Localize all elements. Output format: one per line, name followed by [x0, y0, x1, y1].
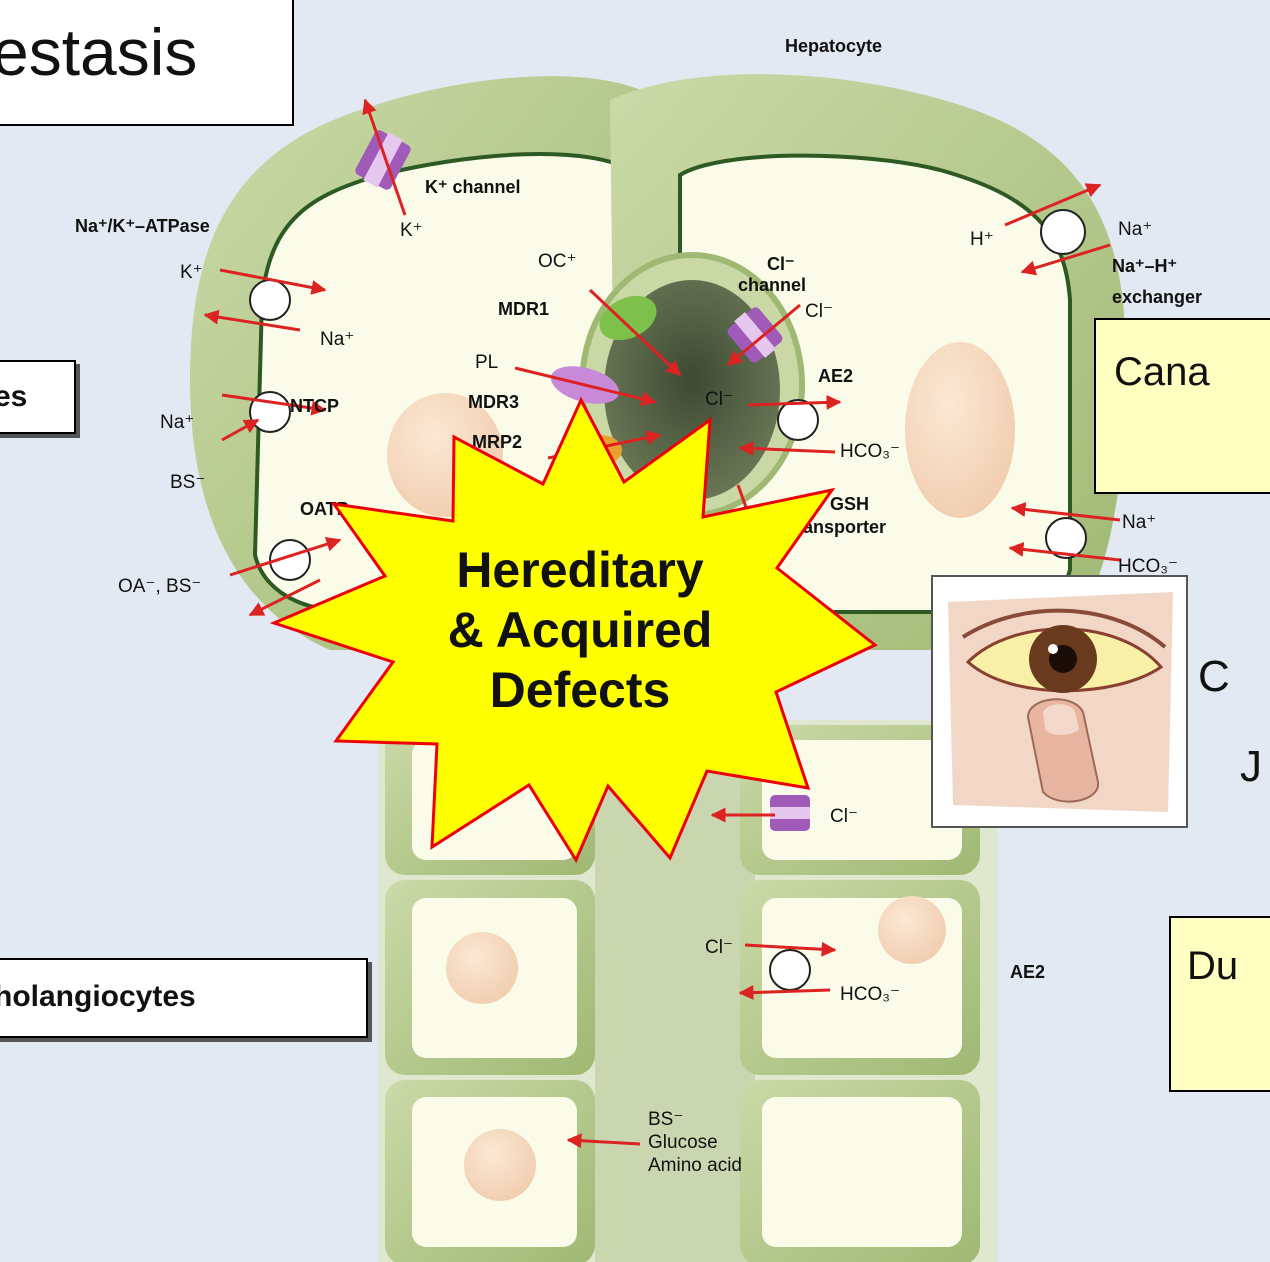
bs-label: BS⁻ [170, 472, 205, 493]
ntcp-icon [250, 392, 290, 432]
na-plus-label: Na⁺ [1118, 219, 1152, 240]
k-plus-label: K⁺ [400, 220, 423, 241]
page-title: estasis [0, 14, 197, 90]
canalicular-label: Cana [1114, 350, 1210, 394]
ductular-label: Du [1187, 944, 1238, 988]
bs-lower-label: BS⁻ [648, 1109, 683, 1130]
gsh-label-1: GSH [830, 494, 869, 514]
jaundiced-eye-image [931, 575, 1188, 828]
mdr3-label: MDR3 [468, 392, 519, 412]
ae2-top-label: AE2 [818, 366, 853, 386]
duct-cl-channel-icon [770, 795, 810, 831]
na-ntcp-label: Na⁺ [160, 412, 194, 433]
ae2-lower-label: AE2 [1010, 962, 1045, 982]
cholangiocytes-label: holangiocytes [0, 980, 196, 1013]
hepatocyte-label: Hepatocyte [785, 36, 882, 56]
glucose-label: Glucose [648, 1132, 718, 1153]
hco3-lower-label: HCO₃⁻ [840, 984, 900, 1005]
ntcp-label: NTCP [290, 396, 339, 416]
na-h-label-2: exchanger [1112, 287, 1202, 307]
hepatocytes-label: es [0, 380, 27, 413]
ductular-box: Du [1169, 916, 1270, 1092]
hco3-right-label: HCO₃⁻ [1118, 556, 1178, 577]
h-plus-label: H⁺ [970, 229, 994, 250]
ae2-icon [778, 400, 818, 440]
duct-ae2-icon [770, 950, 810, 990]
title-box: estasis [0, 0, 294, 126]
k-in-label: K⁺ [180, 262, 203, 283]
amino-acid-label: Amino acid [648, 1155, 742, 1176]
cl-lumen-label: Cl⁻ [705, 389, 733, 410]
na-k-atpase-icon [250, 280, 290, 320]
jaundice-fragment: J [1240, 742, 1262, 792]
cholangiocytes-label-box: holangiocytes [0, 958, 368, 1038]
oa-bs-label: OA⁻, BS⁻ [118, 576, 201, 597]
na-right-label: Na⁺ [1122, 512, 1156, 533]
hepatocytes-label-box: es [0, 360, 76, 434]
starburst-line-1: Hereditary [360, 540, 800, 600]
cl-duct-label: Cl⁻ [830, 806, 858, 827]
defects-starburst-text: Hereditary & Acquired Defects [360, 540, 800, 720]
mdr1-label: MDR1 [498, 299, 549, 319]
cl-channel-label-1: Cl⁻ [767, 254, 795, 274]
na-k-atpase-label: Na⁺/K⁺–ATPase [75, 216, 210, 236]
cl-lower-label: Cl⁻ [705, 937, 733, 958]
na-h-label-1: Na⁺–H⁺ [1112, 256, 1177, 276]
cl-channel-label-2: channel [738, 275, 806, 295]
pl-label: PL [475, 352, 498, 373]
cholestasis-fragment: C [1198, 652, 1230, 702]
starburst-line-3: Defects [360, 660, 800, 720]
na-out-label: Na⁺ [320, 329, 354, 350]
k-channel-label: K⁺ channel [425, 177, 521, 197]
starburst-line-2: & Acquired [360, 600, 800, 660]
oc-label: OC⁺ [538, 251, 577, 272]
na-h-exchanger-icon [1041, 210, 1085, 254]
hco3-top-label: HCO₃⁻ [840, 441, 900, 462]
canalicular-box: Cana [1094, 318, 1270, 494]
cl-minus-label: Cl⁻ [805, 301, 833, 322]
